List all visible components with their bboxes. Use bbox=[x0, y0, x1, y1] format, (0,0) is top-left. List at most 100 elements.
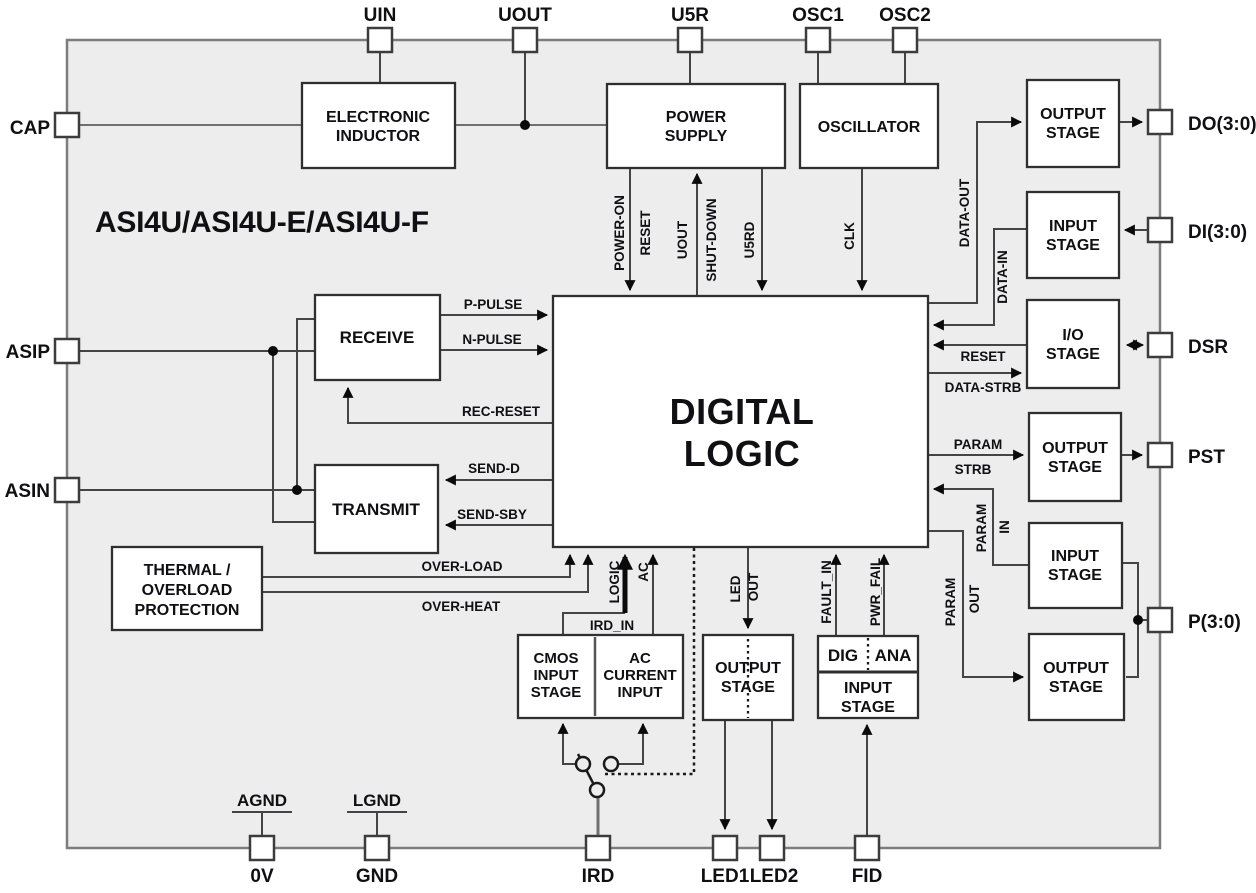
wire-ird-jog bbox=[562, 612, 625, 635]
label-reset: RESET bbox=[960, 349, 1006, 364]
label-cmos-2: INPUT bbox=[534, 667, 579, 684]
pin-u5r bbox=[676, 26, 704, 54]
pin-do bbox=[1146, 108, 1174, 136]
label-ac-2: CURRENT bbox=[603, 667, 676, 684]
label-ac-3: INPUT bbox=[618, 684, 663, 701]
pin-ird bbox=[584, 834, 612, 862]
block-labels: ELECTRONIC INDUCTOR POWER SUPPLY OSCILLA… bbox=[135, 106, 1110, 716]
wire-over-heat bbox=[262, 553, 594, 593]
block-digital-logic bbox=[551, 294, 930, 549]
pin-label-asip: ASIP bbox=[6, 342, 51, 363]
label-data-strb: DATA-STRB bbox=[945, 380, 1022, 395]
label-logic-sig: LOGIC bbox=[607, 560, 622, 603]
block-fid-input-stage bbox=[816, 634, 920, 720]
label-supply: SUPPLY bbox=[665, 128, 728, 145]
pin-0v bbox=[248, 834, 276, 862]
pin-led1 bbox=[711, 834, 739, 862]
pins bbox=[53, 26, 1174, 862]
label-outstage-p-2: STAGE bbox=[1049, 679, 1103, 696]
label-electronic: ELECTRONIC bbox=[326, 109, 430, 126]
wire-rec-reset bbox=[342, 386, 553, 424]
block-power-supply bbox=[605, 82, 787, 170]
label-over-load: OVER-LOAD bbox=[422, 559, 503, 574]
pin-label-asin: ASIN bbox=[5, 481, 50, 502]
wire-asin-branch bbox=[296, 318, 315, 490]
wire-over-load bbox=[262, 553, 576, 578]
block-oscillator bbox=[798, 82, 940, 170]
label-shut-down: SHUT-DOWN bbox=[704, 198, 719, 281]
pin-label-p: P(3:0) bbox=[1188, 612, 1241, 633]
label-p-pulse: P-PULSE bbox=[464, 297, 523, 312]
pin-osc1 bbox=[804, 26, 832, 54]
wire-switch-cmos bbox=[557, 722, 576, 765]
label-led-output-1: OUTPUT bbox=[715, 660, 781, 677]
pin-label-dsr: DSR bbox=[1188, 337, 1228, 358]
label-instage-p-1: INPUT bbox=[1051, 548, 1099, 565]
label-outstage-do-2: STAGE bbox=[1046, 125, 1100, 142]
label-param-strb-1: PARAM bbox=[954, 437, 1003, 452]
wire-data-in bbox=[932, 228, 1027, 331]
chip-title: ASI4U/ASI4U-E/ASI4U-F bbox=[95, 206, 429, 239]
pin-label-osc2: OSC2 bbox=[879, 5, 931, 26]
label-power-on: POWER-ON bbox=[612, 195, 627, 271]
block-cmos-ac-input bbox=[516, 633, 685, 720]
label-outstage-p-1: OUTPUT bbox=[1043, 660, 1109, 677]
label-over-heat: OVER-HEAT bbox=[422, 599, 501, 614]
wire-switch-control bbox=[604, 548, 696, 776]
label-power: POWER bbox=[666, 109, 727, 126]
label-oscillator: OSCILLATOR bbox=[818, 119, 921, 136]
label-protection: PROTECTION bbox=[135, 602, 240, 619]
blocks bbox=[110, 78, 1126, 722]
label-cmos-3: STAGE bbox=[531, 684, 582, 701]
switch-contact-cmos bbox=[574, 755, 592, 773]
wire-asip-branch bbox=[272, 351, 315, 523]
wire-switch-ac bbox=[619, 722, 649, 765]
pin-uout bbox=[511, 26, 539, 54]
label-overload: OVERLOAD bbox=[142, 582, 233, 599]
label-digital: DIGITAL bbox=[670, 391, 815, 432]
pin-label-osc1: OSC1 bbox=[792, 5, 844, 26]
switch-contact-ac bbox=[602, 755, 620, 773]
label-agnd: AGND bbox=[237, 791, 287, 810]
label-send-sby: SEND-SBY bbox=[457, 507, 527, 522]
signal-labels-v: POWER-ON RESET UOUT SHUT-DOWN U5RD CLK D… bbox=[607, 178, 1012, 626]
label-param-out-2: OUT bbox=[967, 584, 982, 613]
label-u5rd: U5RD bbox=[742, 221, 757, 258]
label-fault-in: FAULT_IN bbox=[819, 560, 834, 624]
pin-pst bbox=[1146, 441, 1174, 469]
wire-data-out bbox=[928, 116, 1023, 304]
label-led-out: OUT bbox=[746, 572, 761, 601]
label-iostage-1: I/O bbox=[1062, 327, 1083, 344]
wire-param-out bbox=[928, 530, 1025, 683]
pin-cap bbox=[53, 111, 81, 139]
pin-label-do: DO(3:0) bbox=[1188, 114, 1256, 135]
label-param-in-2: IN bbox=[997, 520, 1012, 534]
label-param-out-1: PARAM bbox=[943, 578, 958, 627]
label-data-out: DATA-OUT bbox=[957, 178, 972, 247]
pin-osc2 bbox=[891, 26, 919, 54]
pin-asip bbox=[53, 337, 81, 365]
pin-label-ird: IRD bbox=[582, 866, 615, 887]
block-thermal-protection bbox=[110, 545, 264, 632]
label-cmos-1: CMOS bbox=[534, 650, 579, 667]
label-outstage-pst-2: STAGE bbox=[1048, 459, 1102, 476]
label-por-reset: RESET bbox=[638, 210, 653, 256]
label-param-in-1: PARAM bbox=[974, 504, 989, 553]
left-pin-labels: CAP ASIP ASIN bbox=[5, 118, 51, 502]
pin-label-led2: LED2 bbox=[750, 866, 799, 887]
pin-label-u5r: U5R bbox=[671, 5, 709, 26]
dot-uout bbox=[520, 120, 530, 130]
pin-label-uin: UIN bbox=[364, 5, 397, 26]
label-param-strb-2: STRB bbox=[955, 462, 992, 477]
label-ana: ANA bbox=[875, 646, 912, 665]
right-pin-labels: DO(3:0) DI(3:0) DSR PST P(3:0) bbox=[1188, 114, 1256, 633]
label-lgnd: LGND bbox=[353, 791, 401, 810]
label-send-d: SEND-D bbox=[468, 461, 520, 476]
pin-di bbox=[1146, 216, 1174, 244]
label-inductor: INDUCTOR bbox=[336, 128, 421, 145]
label-outstage-pst-1: OUTPUT bbox=[1042, 440, 1108, 457]
label-outstage-do-1: OUTPUT bbox=[1040, 106, 1106, 123]
label-transmit: TRANSMIT bbox=[332, 500, 420, 519]
label-clk: CLK bbox=[842, 222, 857, 250]
